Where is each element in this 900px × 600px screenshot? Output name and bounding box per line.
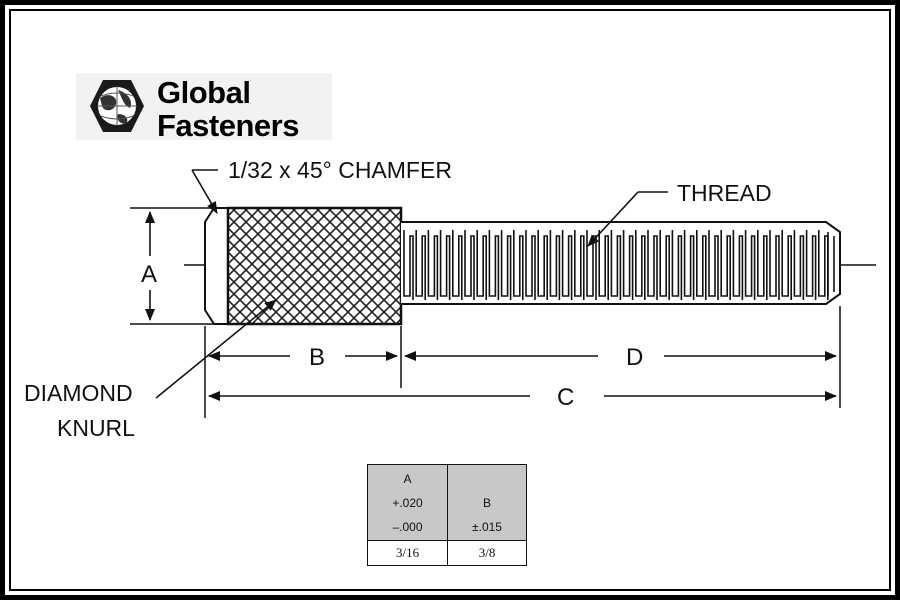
header-a-line2: +.020 — [392, 496, 423, 510]
thread-tip-lines — [827, 232, 835, 296]
thread-teeth-path — [403, 230, 829, 300]
table-cell-a: 3/16 — [366, 540, 449, 566]
knurl-leader-arrow — [155, 299, 277, 399]
dim-label-d: D — [626, 344, 643, 371]
knurl-label-line1: DIAMOND — [24, 380, 133, 406]
table-cell-b: 3/8 — [447, 540, 527, 566]
chamfer-leader-arrow — [191, 169, 218, 214]
dim-label-b: B — [309, 344, 325, 371]
header-b-line2: ±.015 — [472, 520, 502, 534]
chamfer-end — [204, 207, 228, 325]
diamond-knurl-body — [226, 206, 403, 326]
header-a-line3: –.000 — [392, 520, 423, 534]
logo-word-global: Global — [157, 75, 250, 110]
thread-leader-arrow — [587, 191, 639, 247]
threaded-shaft — [401, 221, 841, 305]
knurl-label-line2: KNURL — [57, 415, 135, 441]
table-header-row: A +.020 –.000 B ±.015 — [366, 464, 527, 541]
dim-label-a: A — [141, 261, 157, 288]
tolerance-table: A +.020 –.000 B ±.015 3/16 3/8 — [366, 464, 527, 566]
header-b-line1: B — [483, 496, 492, 510]
header-a-line1: A — [403, 472, 412, 486]
thread-label: THREAD — [677, 180, 772, 206]
dim-label-c: C — [557, 384, 574, 411]
company-logo: Global Fasteners — [76, 73, 332, 143]
logo-word-fasteners: Fasteners — [157, 108, 299, 143]
table-row: 3/16 3/8 — [366, 540, 527, 566]
table-header-b: B ±.015 — [447, 464, 527, 541]
table-header-a: A +.020 –.000 — [366, 464, 449, 541]
chamfer-label: 1/32 x 45° CHAMFER — [228, 157, 452, 183]
